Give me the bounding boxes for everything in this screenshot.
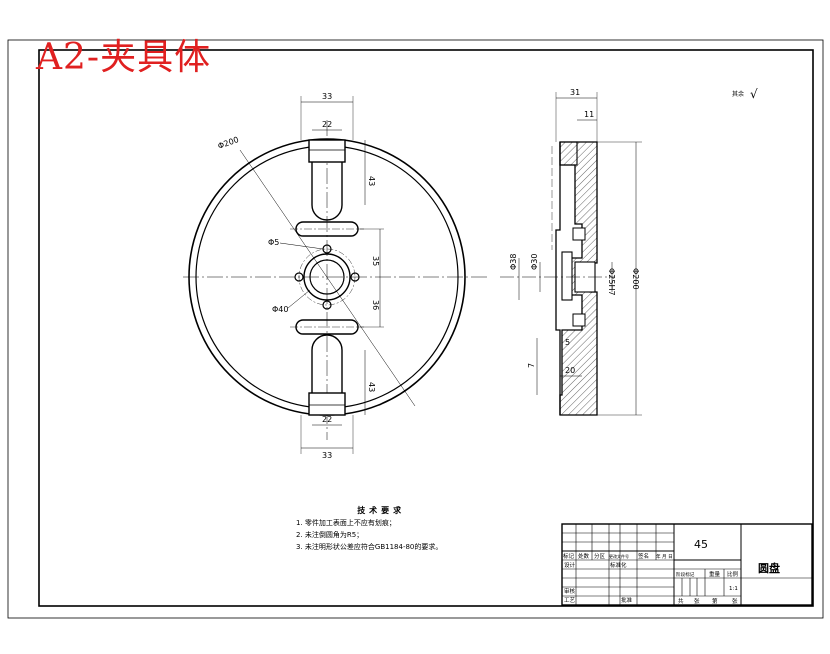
front-view <box>183 96 488 454</box>
tech-item-3: 3. 未注明形状公差应符合GB1184-80的要求。 <box>296 543 443 551</box>
section-lower-boss <box>572 313 586 327</box>
tech-item-1: 1. 零件加工表面上不应有划痕； <box>296 519 396 527</box>
dim-7: 7 <box>527 363 536 368</box>
center-bore-outer <box>303 253 351 301</box>
dim-diameter-200: Φ200 <box>217 135 240 151</box>
tb-scale-label: 比例 <box>727 570 739 578</box>
roughness-symbol: √ <box>750 87 758 101</box>
dim-d30: Φ30 <box>530 254 539 270</box>
tb-approve: 批准 <box>621 596 633 604</box>
dim-20: 20 <box>565 366 575 375</box>
section-view <box>500 92 642 416</box>
tb-date: 年 月 日 <box>656 553 673 560</box>
tb-sheet-unit1: 张 <box>694 597 700 605</box>
dim-5: 5 <box>565 338 570 347</box>
bolt-hole-right <box>350 272 360 282</box>
tb-scale: 1:1 <box>729 586 738 592</box>
bolt-hole-left <box>294 272 304 282</box>
tb-review: 审核 <box>564 587 576 595</box>
technical-requirements: 技术要求 1. 零件加工表面上不应有划痕； 2. 未注倒圆角为R5； 3. 未注… <box>296 505 442 553</box>
tb-sheet-no: 第 <box>712 597 718 605</box>
dim-31: 31 <box>570 88 580 97</box>
tb-material: 45 <box>694 538 708 551</box>
bolt-circle <box>298 248 356 306</box>
dim-bore-40: Φ40 <box>272 305 288 314</box>
tb-stage: 阶段标记 <box>676 571 695 578</box>
tb-weight: 重量 <box>709 570 721 578</box>
dim-35: 35 <box>371 256 380 266</box>
drawing-title: A2-夹具体 <box>36 37 212 78</box>
tb-sheet-total: 共 <box>678 597 684 605</box>
dim-33-bottom: 33 <box>322 451 332 460</box>
tb-part-name: 圆盘 <box>758 561 780 575</box>
section-top-step <box>559 141 578 166</box>
bottom-slot-outline <box>311 334 343 393</box>
dim-d38: Φ38 <box>509 254 518 270</box>
top-slot-outline <box>311 162 343 221</box>
tb-sign: 签名 <box>638 552 649 560</box>
dim-hole-5: Φ5 <box>268 238 279 247</box>
hole-leader <box>279 242 324 250</box>
dim-43-bottom: 43 <box>367 382 376 392</box>
section-upper-boss <box>572 227 586 241</box>
tb-mark: 标记 <box>563 552 575 560</box>
dim-bore-25h7: Φ25H7 <box>607 268 616 296</box>
inner-border <box>38 49 814 607</box>
tb-design: 设计 <box>564 561 576 569</box>
diameter-leader <box>239 149 416 407</box>
tb-change: 更改文件号 <box>609 553 629 559</box>
dim-22-top: 22 <box>322 120 332 129</box>
tech-item-2: 2. 未注倒圆角为R5； <box>296 531 364 539</box>
outer-border <box>7 39 824 619</box>
tb-count: 处数 <box>578 552 590 560</box>
bottom-slot-block <box>308 392 346 416</box>
bolt-hole-bottom <box>322 300 332 310</box>
dim-11: 11 <box>584 110 594 119</box>
section-bore-hub <box>561 251 573 301</box>
title-block <box>561 523 813 606</box>
center-bore-inner <box>309 259 345 295</box>
tb-sheet-unit2: 张 <box>732 597 738 605</box>
dim-36: 36 <box>371 300 380 310</box>
tb-zone: 分区 <box>594 552 606 560</box>
tb-process: 工艺 <box>564 597 576 604</box>
dim-33-top: 33 <box>322 92 332 101</box>
tb-standard: 标准化 <box>610 561 627 569</box>
roughness-note: 其余 <box>732 90 744 98</box>
bore-leader <box>287 289 311 309</box>
dim-43-top: 43 <box>367 176 376 186</box>
top-slot-block <box>308 139 346 163</box>
dim-outer-200: Φ200 <box>631 268 640 290</box>
section-left-flange <box>555 142 561 415</box>
tech-heading: 技术要求 <box>357 506 406 515</box>
dim-22-bottom: 22 <box>322 415 332 424</box>
